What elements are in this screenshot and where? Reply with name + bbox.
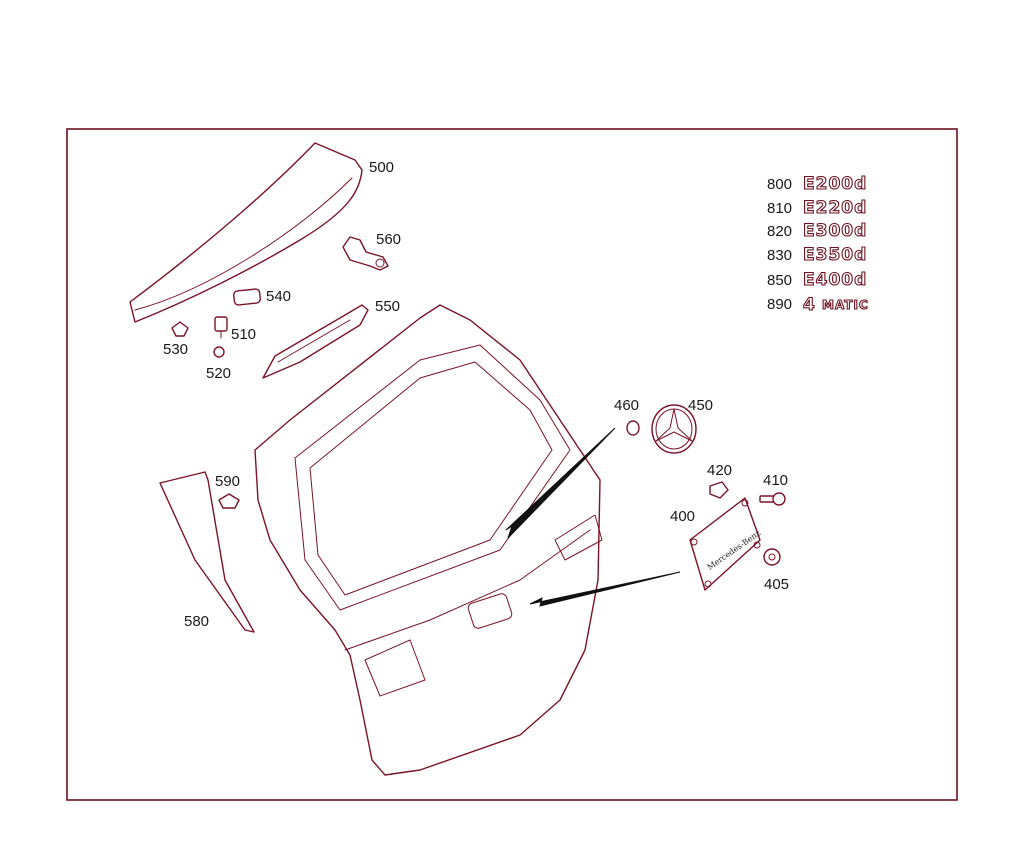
badge-lettering-suffix[interactable]: MATIC <box>821 297 869 312</box>
plate-holder-400-part[interactable]: Mercedes-Benz <box>689 497 762 591</box>
label-400: 400 <box>670 508 695 525</box>
clip-590-part[interactable] <box>218 493 240 509</box>
label-405: 405 <box>764 576 789 593</box>
badge-lettering[interactable]: E300d <box>802 220 867 241</box>
bolt-420-part[interactable] <box>709 481 729 499</box>
star-emblem-450-part[interactable] <box>651 404 697 454</box>
label-460: 460 <box>614 397 639 414</box>
label-510: 510 <box>231 326 256 343</box>
badge-number: 890 <box>767 296 792 313</box>
fastener-520-part[interactable] <box>213 346 225 358</box>
badge-number: 800 <box>767 176 792 193</box>
label-410: 410 <box>763 472 788 489</box>
badge-number: 850 <box>767 272 792 289</box>
label-580: 580 <box>184 613 209 630</box>
badge-lettering[interactable]: E200d <box>802 173 867 194</box>
label-420: 420 <box>707 462 732 479</box>
label-560: 560 <box>376 231 401 248</box>
screw-410-part[interactable] <box>759 492 786 506</box>
nut-405-part[interactable] <box>763 548 781 566</box>
side-trim-580-part[interactable] <box>159 471 255 633</box>
badge-lettering[interactable]: 4 <box>802 294 816 315</box>
label-450: 450 <box>688 397 713 414</box>
emblem-arrow <box>505 427 616 539</box>
badge-lettering[interactable]: E350d <box>802 244 867 265</box>
badge-number: 810 <box>767 200 792 217</box>
label-540: 540 <box>266 288 291 305</box>
diagram-frame <box>66 128 958 801</box>
label-530: 530 <box>163 341 188 358</box>
plate-arrow <box>529 571 681 607</box>
clip-560-part[interactable] <box>342 236 389 271</box>
badge-number: 830 <box>767 247 792 264</box>
badge-number: 820 <box>767 223 792 240</box>
label-550: 550 <box>375 298 400 315</box>
label-520: 520 <box>206 365 231 382</box>
fastener-530-part[interactable] <box>171 321 189 337</box>
grommet-460-part[interactable] <box>626 420 640 436</box>
badge-lettering[interactable]: E220d <box>802 197 867 218</box>
spoiler-part[interactable] <box>129 142 363 323</box>
badge-list: 800 E200d 810 E220d 820 E300d 830 E350d … <box>767 173 869 315</box>
badge-lettering[interactable]: E400d <box>802 269 867 290</box>
label-500: 500 <box>369 159 394 176</box>
brake-light-550-part[interactable] <box>262 304 369 379</box>
fastener-510-part[interactable] <box>214 316 228 339</box>
pad-540-part[interactable] <box>233 288 261 306</box>
tailgate-part[interactable] <box>254 304 603 776</box>
label-590: 590 <box>215 473 240 490</box>
